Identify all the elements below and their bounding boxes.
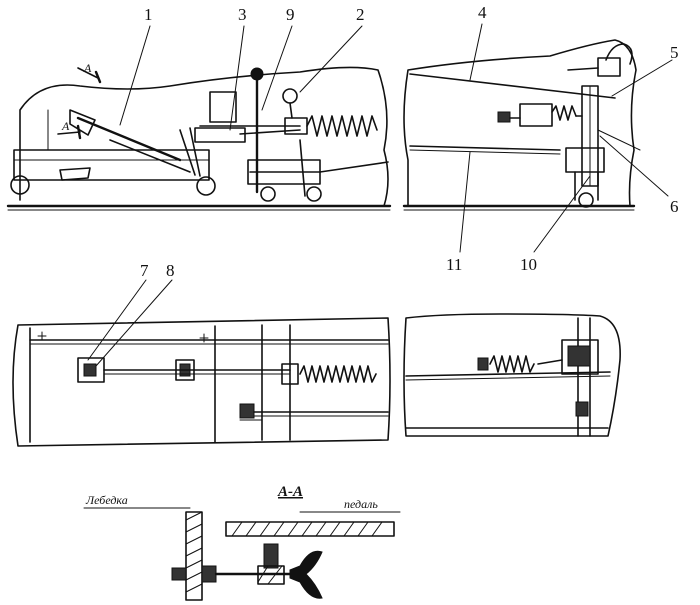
callout-11: 11 bbox=[446, 255, 462, 274]
cable-left bbox=[319, 161, 389, 173]
line-4 bbox=[409, 73, 616, 99]
callout-8: 8 bbox=[166, 261, 175, 280]
bracket-3 bbox=[194, 127, 246, 143]
plan-view-left bbox=[12, 317, 391, 447]
pedal-plate bbox=[225, 521, 395, 537]
line-11 bbox=[409, 145, 561, 151]
side-view-left-outline bbox=[19, 66, 389, 207]
callout-4: 4 bbox=[478, 3, 487, 22]
section-mark-a-lower: A bbox=[61, 119, 70, 133]
roller-10 bbox=[578, 192, 594, 208]
callout-9: 9 bbox=[286, 5, 295, 24]
callout-5: 5 bbox=[670, 43, 679, 62]
pedal-wheel-left bbox=[260, 186, 276, 202]
wing-nut bbox=[289, 550, 323, 599]
section-title: A-A bbox=[277, 484, 303, 500]
callout-2: 2 bbox=[356, 5, 365, 24]
plan-mechanism bbox=[561, 339, 599, 375]
side-view-left bbox=[6, 66, 392, 211]
rod-knob bbox=[250, 67, 264, 81]
callout-1: 1 bbox=[144, 5, 153, 24]
pedal-label: педаль bbox=[344, 497, 378, 511]
lever-arm bbox=[76, 116, 182, 162]
cart-wheel-right bbox=[196, 176, 216, 196]
cart-platform bbox=[13, 149, 210, 181]
mechanism-5 bbox=[497, 103, 583, 127]
section-mark-a-upper: A bbox=[83, 61, 92, 75]
callout-7: 7 bbox=[140, 261, 149, 280]
callout-3: 3 bbox=[238, 5, 247, 24]
section-aa bbox=[83, 507, 401, 601]
plan-view-right bbox=[403, 313, 621, 437]
pedal-wheel-right bbox=[306, 186, 322, 202]
plan-view-right-outline bbox=[403, 313, 621, 437]
side-view-right-outline bbox=[403, 39, 637, 207]
cart-wheel-left bbox=[10, 175, 30, 195]
plan-view-left-outline bbox=[12, 317, 391, 447]
callout-6: 6 bbox=[670, 197, 679, 216]
winch-label: Лебедка bbox=[85, 493, 128, 507]
callout-leaders bbox=[87, 23, 673, 367]
spring-2 bbox=[282, 88, 378, 137]
side-view-right bbox=[402, 39, 641, 211]
callout-10: 10 bbox=[520, 255, 537, 274]
